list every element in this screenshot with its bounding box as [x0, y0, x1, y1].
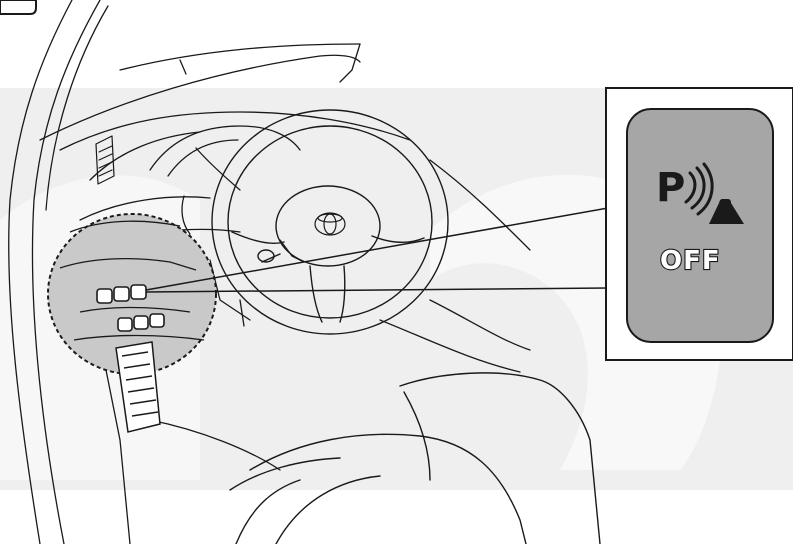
parking-sensor-off-button[interactable] [627, 109, 773, 342]
button-label-off: OFF [660, 246, 721, 276]
corner-tab [0, 0, 36, 14]
button-symbol-p: P [656, 165, 685, 211]
callout-box: P OFF [606, 88, 793, 360]
